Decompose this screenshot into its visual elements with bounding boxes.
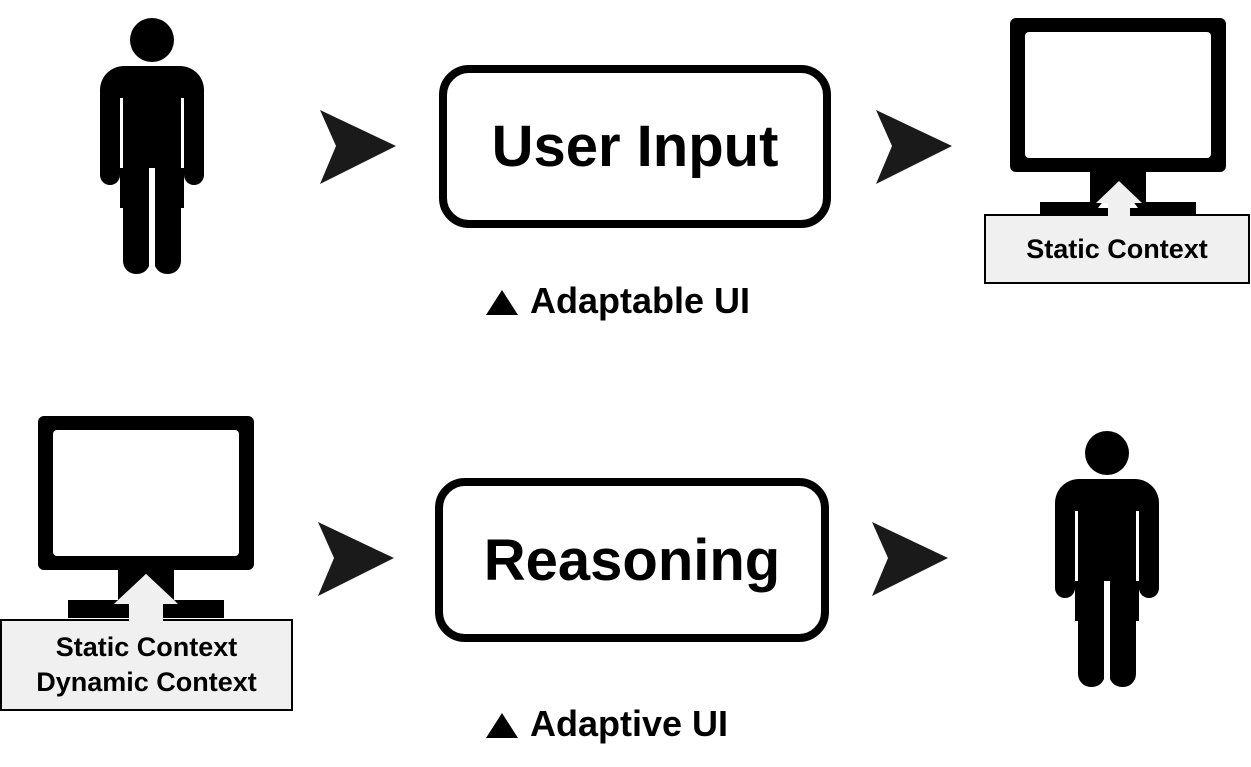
arrow-right-icon [318,522,394,596]
triangle-up-icon [486,289,518,315]
arrow-up-icon [1096,181,1142,217]
reasoning-label: Reasoning [483,527,781,593]
adaptive-ui-caption: Adaptive UI [486,703,728,745]
reasoning-box: Reasoning [435,478,829,642]
user-input-label: User Input [491,114,779,179]
triangle-up-icon [486,712,518,738]
static-context-box: Static Context [984,214,1250,284]
static-dynamic-context-box: Static Context Dynamic Context [0,619,293,711]
arrow-right-icon [872,522,948,596]
context-line: Static Context [1026,233,1208,264]
person-icon [1055,431,1159,687]
adaptable-ui-caption: Adaptable UI [486,280,750,322]
user-input-box: User Input [439,65,831,228]
person-icon [100,18,204,274]
arrow-right-icon [876,110,952,184]
context-line: Static Context [55,632,238,662]
arrow-right-icon [320,110,396,184]
context-line: Dynamic Context [36,667,257,697]
arrow-up-icon [114,574,178,622]
caption-label: Adaptable UI [530,280,751,321]
caption-label: Adaptive UI [530,703,729,744]
